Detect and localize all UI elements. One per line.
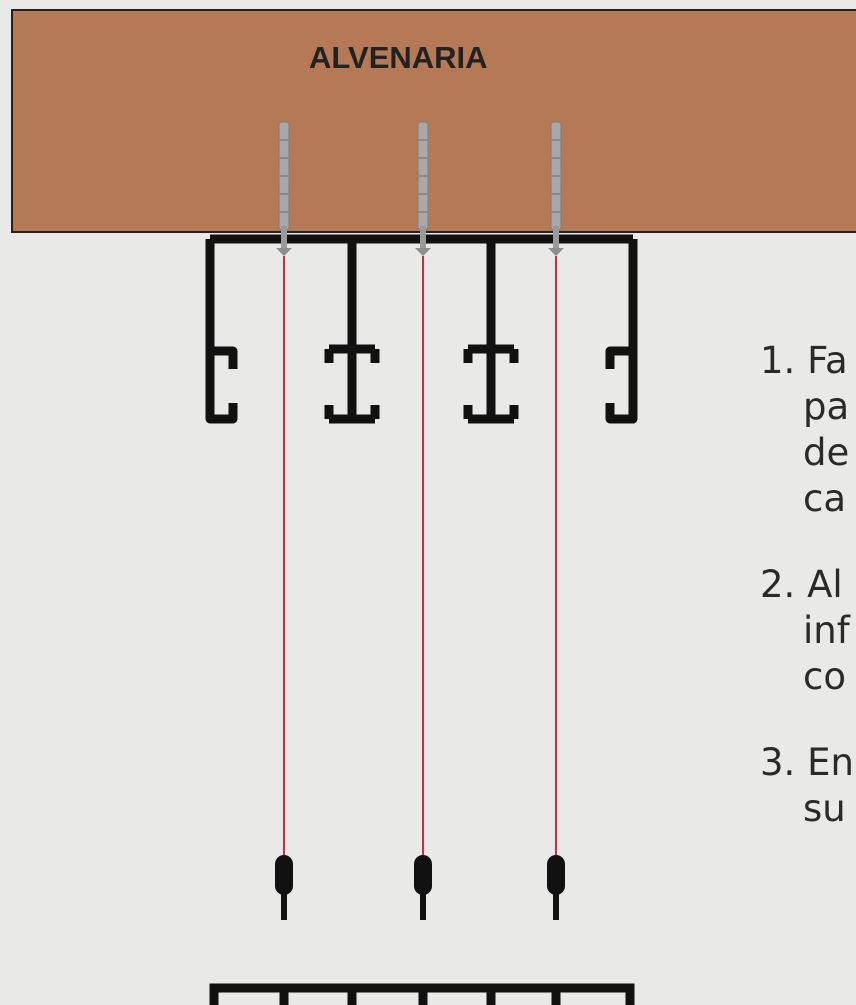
step-line: 1. Fa (760, 339, 848, 382)
bottom-rail-profile (209, 983, 635, 1005)
plumb-bob (547, 855, 565, 895)
step-line: 2. Al (760, 563, 843, 606)
step-line: co (803, 655, 846, 698)
instruction-steps: 1. Fa pa de ca 2. Al inf co 3. En su (760, 338, 856, 872)
top-rail-profile (205, 234, 638, 424)
step-2: 2. Al inf co (760, 562, 856, 700)
wall-anchor (276, 121, 292, 256)
plumb-bob (275, 855, 293, 895)
wall-anchor (415, 121, 431, 256)
masonry-wall (11, 9, 856, 233)
wall-anchor (548, 121, 564, 256)
wall-label: ALVENARIA (309, 40, 488, 75)
step-line: ca (803, 477, 847, 520)
step-line: pa (803, 385, 850, 428)
plumb-bob (414, 855, 432, 895)
step-line: de (803, 431, 850, 474)
step-line: inf (803, 609, 850, 652)
step-3: 3. En su (760, 740, 856, 832)
step-1: 1. Fa pa de ca (760, 338, 856, 522)
step-line: su (803, 787, 846, 830)
step-line: 3. En (760, 741, 854, 784)
